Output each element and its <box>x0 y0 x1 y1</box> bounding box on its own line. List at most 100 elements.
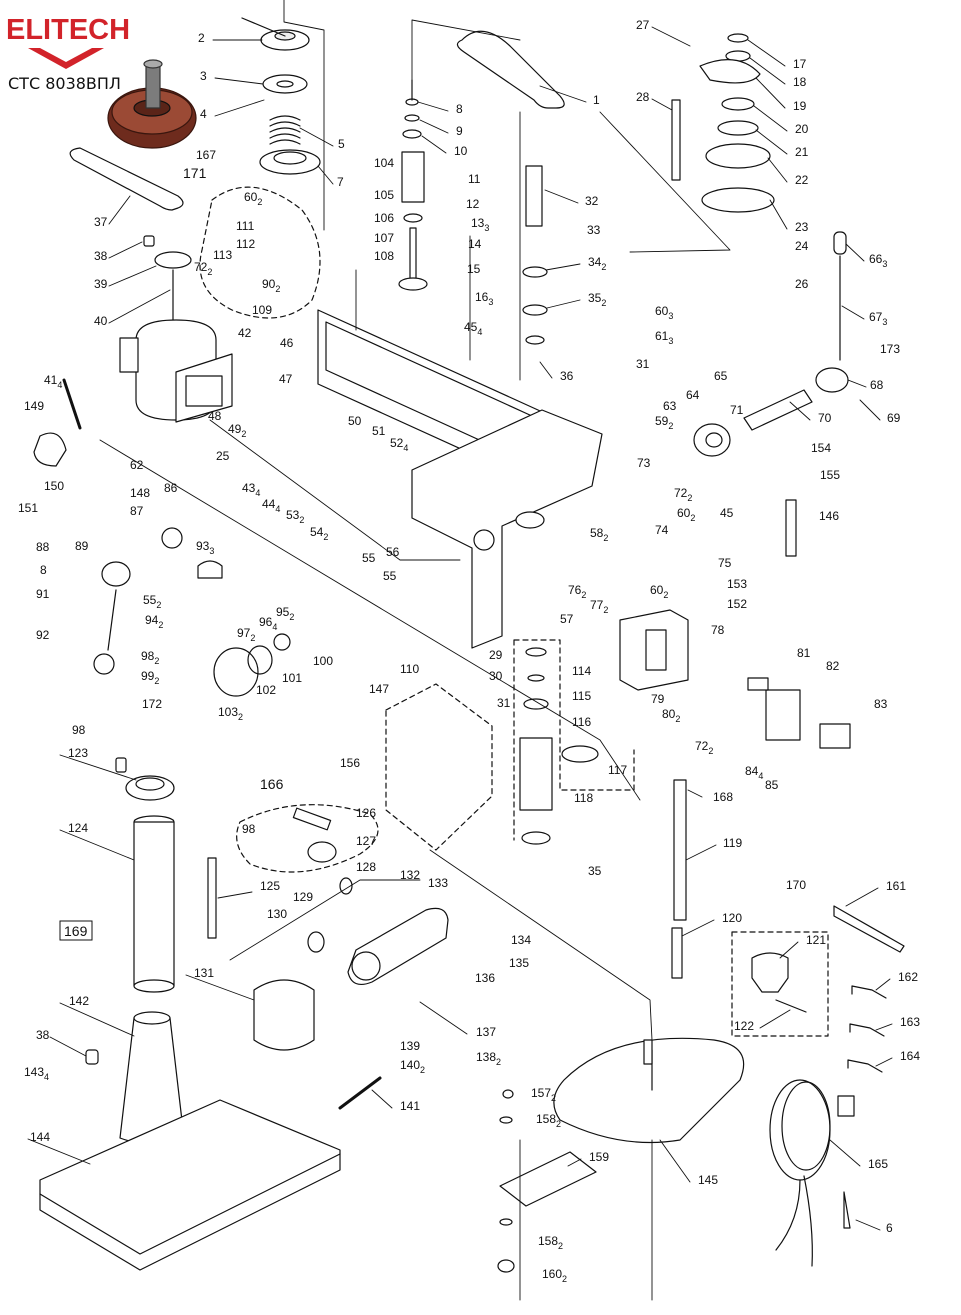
part-label-suffix: 2 <box>250 633 255 643</box>
part-label: 1572 <box>531 1086 556 1103</box>
part-label-suffix: 4 <box>255 488 260 498</box>
part-label-suffix: 2 <box>496 1057 501 1067</box>
part-label: 10 <box>454 144 468 158</box>
quill <box>522 165 548 345</box>
part-label: 88 <box>36 540 50 554</box>
brand-chevron-icon <box>28 48 104 69</box>
part-label-suffix: 2 <box>275 284 280 294</box>
part-label: 4 <box>200 107 207 121</box>
part-label: 38 <box>94 249 108 263</box>
part-label: 602 <box>244 190 262 207</box>
part-label: 83 <box>874 697 888 711</box>
part-label-suffix: 2 <box>708 746 713 756</box>
part-label: 86 <box>164 481 178 495</box>
part-label-suffix: 2 <box>690 513 695 523</box>
part-label: 1602 <box>542 1267 567 1284</box>
part-label: 15 <box>467 262 481 276</box>
part-label: 603 <box>655 304 673 321</box>
part-label-suffix: 4 <box>477 327 482 337</box>
part-label: 161 <box>886 879 906 893</box>
part-label: 165 <box>868 1157 888 1171</box>
part-label: 1382 <box>476 1050 501 1067</box>
part-label: 8 <box>456 102 463 116</box>
part-label: 454 <box>464 320 482 337</box>
part-label: 111 <box>236 219 255 233</box>
switch-box <box>619 609 851 749</box>
part-label: 492 <box>228 422 246 439</box>
part-label: 139 <box>400 1039 420 1053</box>
part-label: 135 <box>509 956 529 970</box>
part-label: 89 <box>75 539 89 553</box>
part-label: 964 <box>259 615 277 632</box>
part-label-suffix: 2 <box>299 515 304 525</box>
part-label: 155 <box>820 468 840 482</box>
part-label: 972 <box>237 626 255 643</box>
part-label-suffix: 2 <box>668 421 673 431</box>
part-label-suffix: 4 <box>758 771 763 781</box>
part-label: 145 <box>698 1173 718 1187</box>
part-label: 982 <box>141 649 159 666</box>
part-label: 27 <box>636 18 650 32</box>
part-label: 163 <box>475 290 493 307</box>
part-label: 17 <box>793 57 807 71</box>
part-label: 48 <box>208 409 222 423</box>
part-label: 70 <box>818 411 832 425</box>
part-label: 173 <box>880 342 900 356</box>
callout-box <box>59 920 93 941</box>
part-label: 131 <box>194 966 214 980</box>
part-label: 39 <box>94 277 108 291</box>
part-label: 159 <box>589 1150 609 1164</box>
spindle-column <box>398 79 428 291</box>
part-label: 120 <box>722 911 742 925</box>
part-label: 933 <box>196 539 214 556</box>
part-label-suffix: 2 <box>158 620 163 630</box>
part-label-suffix: 2 <box>663 590 668 600</box>
part-label: 125 <box>260 879 280 893</box>
part-label: 146 <box>819 509 839 523</box>
part-label: 85 <box>765 778 779 792</box>
part-label: 81 <box>797 646 811 660</box>
power-cord <box>769 1079 855 1267</box>
part-label: 602 <box>650 583 668 600</box>
part-label: 79 <box>651 692 665 706</box>
part-label: 673 <box>869 310 887 327</box>
belt <box>456 30 565 109</box>
work-table <box>553 1037 745 1144</box>
part-label: 107 <box>374 231 394 245</box>
part-label-suffix: 3 <box>484 223 489 233</box>
part-label: 8 <box>40 563 47 577</box>
assembly-callout: 169 <box>64 923 88 939</box>
part-label: 101 <box>282 671 302 685</box>
part-label: 31 <box>636 357 650 371</box>
part-label-suffix: 2 <box>581 590 586 600</box>
left-feed-parts <box>33 378 291 697</box>
part-label-suffix: 2 <box>289 612 294 622</box>
part-label: 147 <box>369 682 389 696</box>
feed-handle-assembly <box>693 231 849 457</box>
column <box>115 757 217 993</box>
part-label-suffix: 2 <box>603 533 608 543</box>
part-label: 121 <box>806 933 826 947</box>
part-label-suffix: 4 <box>403 443 408 453</box>
part-label: 57 <box>560 612 574 626</box>
assembly-callout: 171 <box>183 165 207 181</box>
part-label: 1402 <box>400 1058 425 1075</box>
drill-chuck <box>751 952 807 1013</box>
part-label: 132 <box>400 868 420 882</box>
part-label-suffix: 2 <box>603 605 608 615</box>
part-label: 100 <box>313 654 333 668</box>
part-label: 137 <box>476 1025 496 1039</box>
part-label-suffix: 2 <box>687 493 692 503</box>
part-label: 14 <box>468 237 482 251</box>
part-label: 126 <box>356 806 376 820</box>
part-label: 1434 <box>24 1065 49 1082</box>
part-label: 414 <box>44 373 62 390</box>
part-label: 109 <box>252 303 272 317</box>
wrench-tools <box>833 905 905 1073</box>
part-label: 163 <box>900 1015 920 1029</box>
part-label-suffix: 2 <box>238 712 243 722</box>
part-label: 663 <box>869 252 887 269</box>
part-label: 6 <box>886 1221 893 1235</box>
part-label: 613 <box>655 329 673 346</box>
